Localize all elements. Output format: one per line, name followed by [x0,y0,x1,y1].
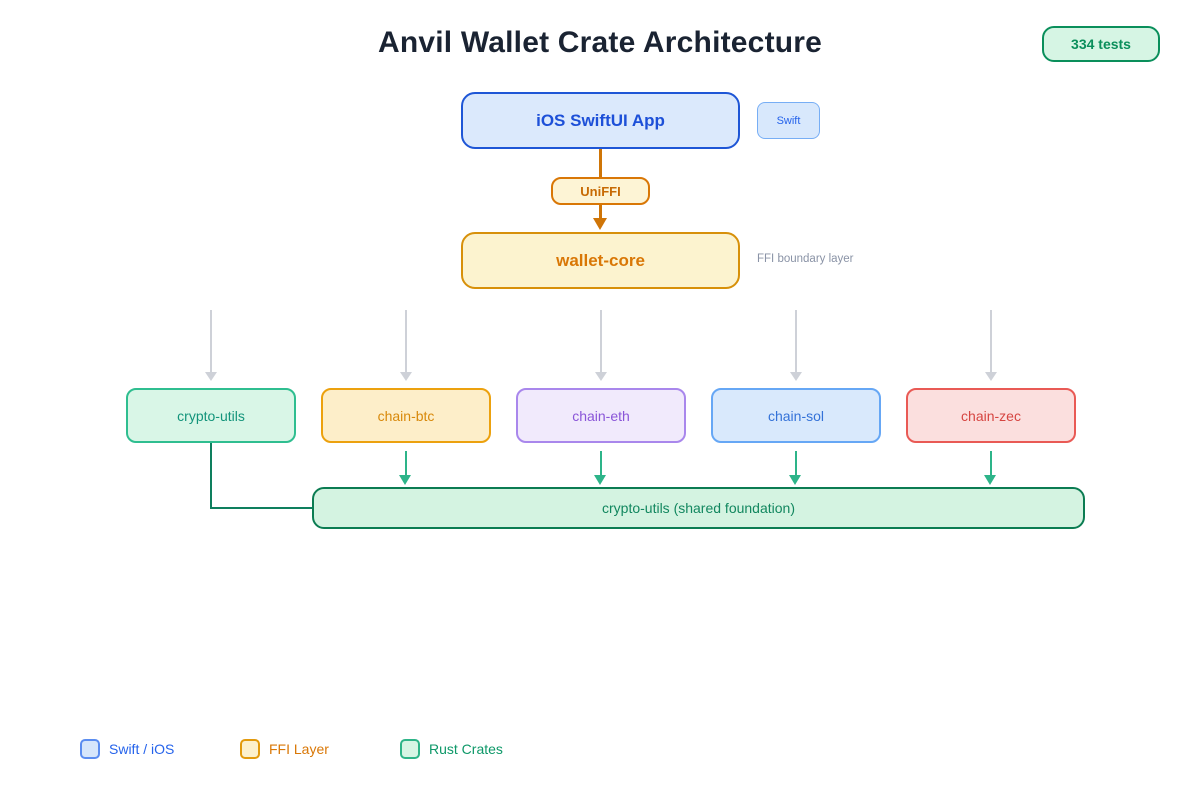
arrowhead-uniffi-to-walletcore [593,218,607,230]
arrow-chain-zec-to-foundation [989,451,992,475]
node-crypto-utils-shared-foundation: crypto-utils (shared foundation) [312,487,1085,529]
node-chain-btc: chain-btc [321,388,491,443]
arrow-chain-btc-to-foundation [404,451,407,475]
arrowhead-chain-zec-to-foundation [984,475,996,485]
node-chain-zec: chain-zec [906,388,1076,443]
legend-label-rust-crates: Rust Crates [429,741,503,757]
legend-item-rust-crates: Rust Crates [400,739,503,759]
arrow-walletcore-to-chain-sol [795,310,797,372]
page-title: Anvil Wallet Crate Architecture [377,26,823,59]
arrow-walletcore-to-chain-eth [600,310,602,372]
arrowhead-walletcore-to-chain-btc [400,372,412,381]
legend-item-swift-ios: Swift / iOS [80,739,174,759]
legend-swatch-swift-ios [80,739,100,759]
legend-label-swift-ios: Swift / iOS [109,741,175,757]
connector-app-to-uniffi [599,149,602,177]
legend-label-ffi-layer: FFI Layer [269,741,329,757]
node-ios-swiftui-app: iOS SwiftUI App [461,92,740,149]
node-crypto-utils: crypto-utils [126,388,296,443]
node-chain-eth: chain-eth [516,388,686,443]
arrowhead-walletcore-to-chain-eth [595,372,607,381]
arrow-walletcore-to-chain-zec [990,310,992,372]
arrow-walletcore-to-chain-btc [405,310,407,372]
connector-crypto-utils-to-foundation [210,443,312,509]
swift-language-tag: Swift [757,102,820,139]
arrowhead-walletcore-to-crypto-utils [205,372,217,381]
arrowhead-chain-eth-to-foundation [594,475,606,485]
legend-swatch-rust-crates [400,739,420,759]
legend-swatch-ffi-layer [240,739,260,759]
arrowhead-chain-btc-to-foundation [399,475,411,485]
arrowhead-walletcore-to-chain-sol [790,372,802,381]
node-uniffi: UniFFI [551,177,650,205]
connector-uniffi-to-walletcore [599,205,602,219]
arrowhead-chain-sol-to-foundation [789,475,801,485]
arrowhead-walletcore-to-chain-zec [985,372,997,381]
tests-count-badge: 334 tests [1042,26,1160,62]
legend-item-ffi-layer: FFI Layer [240,739,329,759]
node-wallet-core: wallet-core [461,232,740,289]
arrow-chain-sol-to-foundation [794,451,797,475]
arrow-chain-eth-to-foundation [599,451,602,475]
arrow-walletcore-to-crypto-utils [210,310,212,372]
node-chain-sol: chain-sol [711,388,881,443]
ffi-boundary-note: FFI boundary layer [757,253,854,265]
